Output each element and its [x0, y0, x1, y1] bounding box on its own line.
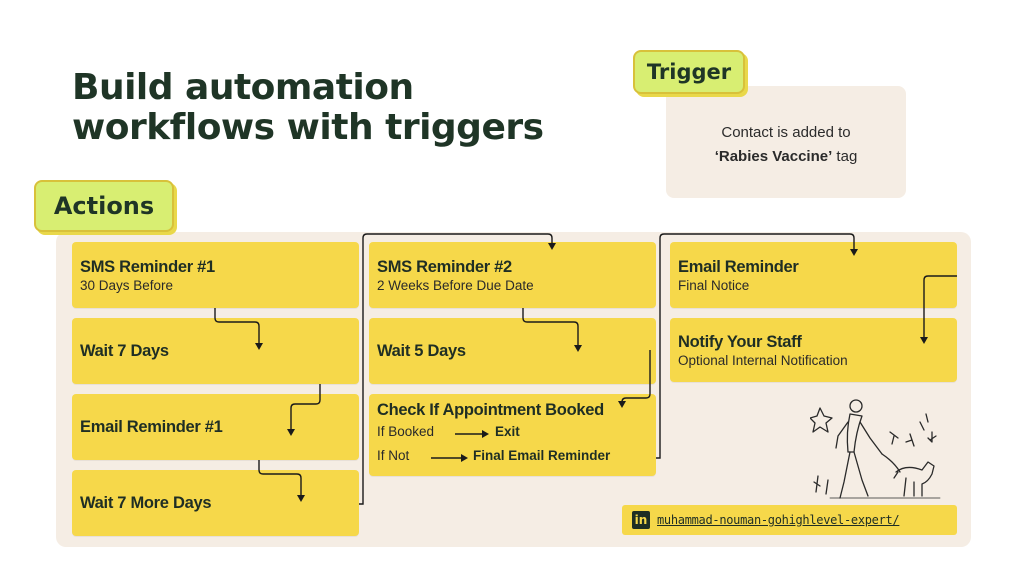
action-title: Wait 5 Days — [377, 342, 466, 360]
action-title: SMS Reminder #1 — [80, 257, 215, 276]
action-wait-7-more-days: Wait 7 More Days — [72, 470, 359, 536]
action-title: SMS Reminder #2 — [377, 257, 512, 276]
action-sms-reminder-1: SMS Reminder #1 30 Days Before — [72, 242, 359, 308]
action-title: Email Reminder #1 — [80, 418, 223, 436]
page-title-line-1: Build automation — [72, 67, 414, 108]
branch-condition: If Booked — [377, 424, 435, 439]
action-title: Wait 7 More Days — [80, 494, 212, 512]
action-sms-reminder-2: SMS Reminder #2 2 Weeks Before Due Date — [369, 242, 656, 308]
branch-result: Final Email Reminder — [473, 448, 611, 463]
branch-if-booked: If Booked Exit — [377, 420, 656, 444]
branch-result: Exit — [495, 424, 520, 439]
action-title: Email Reminder — [678, 257, 799, 276]
person-walking-dog-illustration — [810, 399, 941, 499]
action-subtitle: 30 Days Before — [80, 277, 174, 293]
action-wait-5-days: Wait 5 Days — [369, 318, 656, 384]
action-subtitle: Final Notice — [678, 277, 750, 293]
action-title: Notify Your Staff — [678, 332, 802, 351]
branch-condition: If Not — [377, 448, 410, 463]
trigger-text-line-1: Contact is added to — [721, 124, 851, 141]
linkedin-icon: in — [632, 511, 650, 529]
linkedin-profile-link[interactable]: in muhammad-nouman-gohighlevel-expert/ — [622, 505, 957, 535]
page-title-line-2: workflows with triggers — [72, 107, 544, 148]
action-check-appointment: Check If Appointment Booked If Booked Ex… — [369, 394, 656, 476]
trigger-card: Contact is added to ‘Rabies Vaccine’ tag — [666, 86, 906, 198]
action-email-reminder-1: Email Reminder #1 — [72, 394, 359, 460]
actions-label: Actions — [34, 180, 174, 232]
action-notify-staff: Notify Your Staff Optional Internal Noti… — [670, 318, 957, 382]
branch-if-not: If Not Final Email Reminder — [377, 444, 656, 468]
trigger-tag: ‘Rabies Vaccine’ — [714, 148, 833, 165]
action-subtitle: Optional Internal Notification — [678, 352, 848, 368]
action-wait-7-days: Wait 7 Days — [72, 318, 359, 384]
trigger-text-line-2: ‘Rabies Vaccine’ tag — [715, 145, 858, 169]
trigger-tag-suffix: tag — [832, 148, 858, 165]
action-title: Wait 7 Days — [80, 342, 169, 360]
page-title: Build automation workflows with triggers — [72, 68, 612, 148]
trigger-label: Trigger — [633, 50, 745, 94]
action-subtitle: 2 Weeks Before Due Date — [377, 277, 534, 293]
linkedin-url[interactable]: muhammad-nouman-gohighlevel-expert/ — [657, 513, 900, 527]
action-title: Check If Appointment Booked — [377, 401, 604, 419]
action-email-reminder-final: Email Reminder Final Notice — [670, 242, 957, 308]
